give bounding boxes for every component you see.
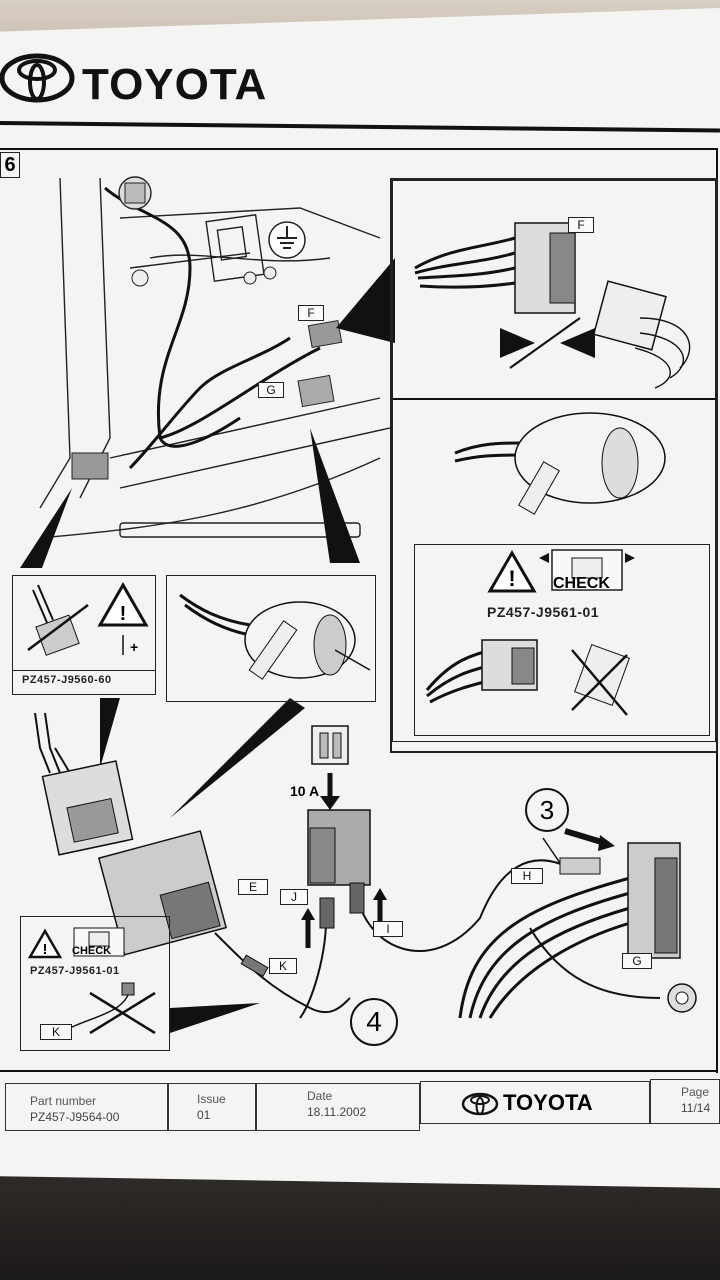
right-inset-inner (392, 180, 716, 742)
label-f-top: F (298, 305, 324, 321)
footer-brand-text: TOYOTA (503, 1090, 593, 1115)
svg-text:!: ! (43, 941, 48, 958)
label-f-inset: F (568, 217, 594, 233)
toyota-logo-icon (0, 53, 75, 103)
dashboard-check-icon (539, 549, 635, 591)
check-box-left (20, 916, 170, 1051)
label-e: E (238, 879, 268, 895)
callout-3: 3 (525, 788, 569, 832)
svg-text:!: ! (508, 566, 515, 591)
footer-issue-value: 01 (197, 1108, 211, 1122)
instruction-sheet: TOYOTA 6 (0, 8, 720, 1188)
background-table (0, 1175, 720, 1280)
warning-triangle-icon: ! (487, 550, 537, 593)
plug-left-illustration (34, 712, 134, 856)
ground-symbol-icon (268, 221, 306, 259)
footer-part-number: Part number PZ457-J9564-00 (5, 1083, 168, 1131)
foam-wrap-illustration (454, 412, 666, 515)
ground-inset-illustration: ! + (27, 581, 149, 656)
callout-4: 4 (350, 998, 398, 1046)
svg-text:+: + (130, 639, 138, 655)
step-number-box: 6 (0, 152, 20, 178)
part-number-check-right: PZ457-J9561-01 (487, 604, 600, 620)
check-label-left: CHECK (72, 945, 112, 957)
foam-inset-illustration (179, 593, 371, 680)
label-i: I (373, 921, 403, 937)
footer-date: Date 18.11.2002 (256, 1083, 420, 1131)
label-k-inset: K (40, 1024, 72, 1040)
footer-toyota-logo-icon (461, 1092, 499, 1116)
label-k-main: K (269, 958, 297, 974)
check-label-right: CHECK (553, 575, 610, 592)
foam-inset (166, 575, 376, 702)
footer-page-value: 11/14 (681, 1101, 711, 1115)
dashboard-check-left-icon (73, 927, 125, 957)
footer-date-label: Date (307, 1089, 333, 1103)
footer-date-value: 18.11.2002 (307, 1105, 367, 1119)
footer-issue-label: Issue (197, 1092, 226, 1106)
connector-f-illustration (414, 222, 691, 389)
label-g-main: G (622, 953, 652, 969)
vehicle-wiring-illustration (39, 176, 391, 539)
footer-page-label: Page (681, 1085, 710, 1099)
footer-brand: TOYOTA (420, 1081, 650, 1124)
right-inset-panel (390, 178, 718, 753)
pointer-arrows (20, 258, 395, 1033)
fuse-rating: 10 A (290, 783, 320, 799)
warning-triangle-left-icon: ! (27, 928, 63, 959)
check-left-cross-illustration (69, 982, 156, 1035)
frame-bottom (0, 1070, 718, 1072)
check-connectors-illustration (425, 639, 630, 716)
part-number-ground: PZ457-J9560-60 (22, 674, 112, 686)
label-j: J (280, 889, 308, 905)
label-g-top: G (258, 382, 284, 398)
ground-inset-partno-box (12, 670, 156, 695)
step-number: 6 (4, 154, 16, 176)
footer-part-number-value: PZ457-J9564-00 (30, 1110, 120, 1124)
frame-top (0, 148, 718, 150)
part-number-check-left: PZ457-J9561-01 (30, 965, 120, 977)
inset-divider-1 (392, 398, 716, 400)
footer-page: Page 11/14 (650, 1079, 720, 1124)
fuse-and-harness-illustration (97, 725, 697, 1019)
footer-issue: Issue 01 (168, 1083, 256, 1131)
check-box-right (414, 544, 710, 736)
label-h: H (511, 868, 543, 884)
svg-text:!: ! (120, 603, 127, 625)
footer-part-number-label: Part number (30, 1094, 97, 1108)
header-brand: TOYOTA (82, 60, 268, 109)
